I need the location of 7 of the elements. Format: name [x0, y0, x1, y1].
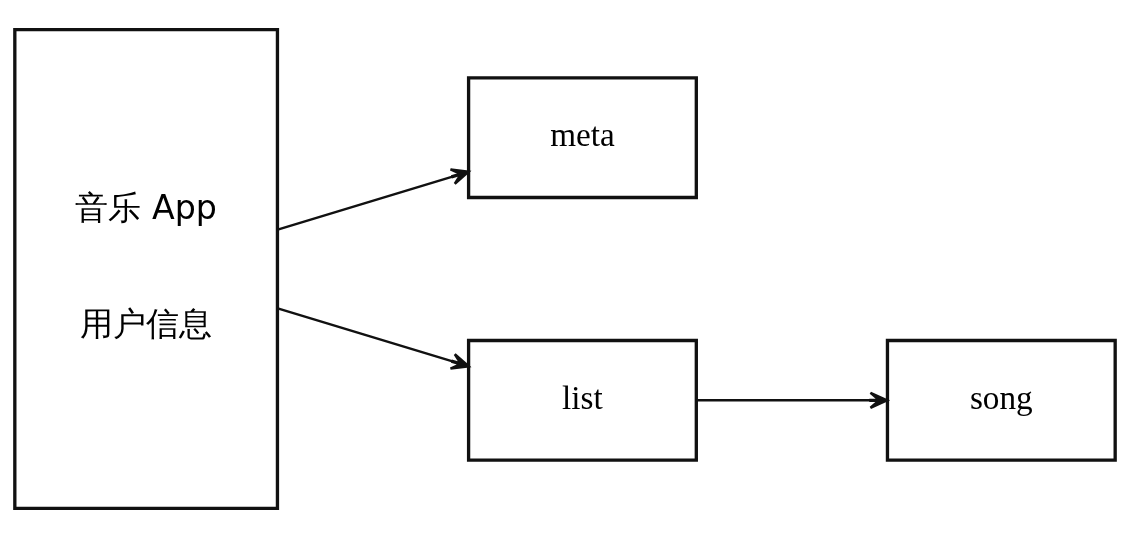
- arrow: [277, 168, 470, 231]
- node-box: meta: [466, 76, 698, 200]
- arrow: [696, 391, 889, 410]
- arrow: [277, 307, 470, 370]
- node-box: 音乐 App 用户信息: [13, 28, 280, 510]
- node-box: list: [466, 338, 698, 462]
- node-box: song: [885, 338, 1117, 462]
